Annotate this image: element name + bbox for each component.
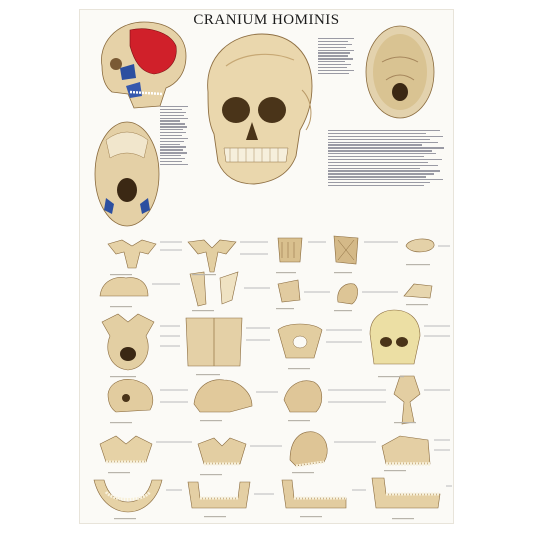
lateral-skull-muscle-figure: [101, 21, 187, 109]
ethmoid-bone-figure: [277, 237, 303, 263]
anatomy-poster: CRANIUM HOMINIS: [80, 10, 453, 523]
main-skull-figure: [207, 33, 313, 185]
legend-block-top-right: [318, 38, 358, 76]
maxilla-lateral-figure: [283, 380, 323, 413]
occipital-bone-figure: [101, 313, 155, 371]
leader-lines: [108, 241, 452, 520]
maxilla-frontal-figure: [197, 437, 247, 466]
mandible-oblique-figure: [371, 477, 441, 509]
temporal-bone-medial-figure: [193, 379, 253, 413]
legend-block-right-columns: [328, 130, 448, 188]
frontal-skull-yellow-figure: [369, 309, 421, 365]
inferior-concha-figure: [337, 283, 358, 305]
legend-block-main-left: [160, 106, 190, 167]
maxilla-teeth-lateral-figure: [381, 435, 431, 466]
vomer-bone-figure: [405, 238, 435, 253]
poster-title: CRANIUM HOMINIS: [193, 12, 340, 28]
maxilla-pair-figure: [99, 435, 153, 464]
nasal-bone-figure: [277, 279, 301, 303]
sphenoid-posterior-figure: [187, 239, 237, 273]
temporal-petrous-figure: [277, 323, 323, 359]
mandible-frontal-figure: [187, 481, 251, 509]
mandible-lateral-figure: [281, 479, 347, 509]
temporal-bone-lateral-figure: [107, 379, 153, 413]
palatine-lacrimal-figure: [189, 271, 239, 307]
sphenoid-bone-figure: [107, 239, 157, 269]
occipital-fragment-figure: [99, 277, 149, 297]
zygomatic-small-figure: [403, 283, 433, 299]
mandible-superior-figure: [93, 479, 163, 513]
maxilla-oblique-figure: [289, 431, 328, 468]
parietal-frontal-figure: [185, 317, 243, 367]
ethmoid-lateral-figure: [333, 235, 359, 265]
cranial-base-interior-figure: [365, 25, 435, 119]
cranial-base-inferior-figure: [94, 121, 160, 227]
